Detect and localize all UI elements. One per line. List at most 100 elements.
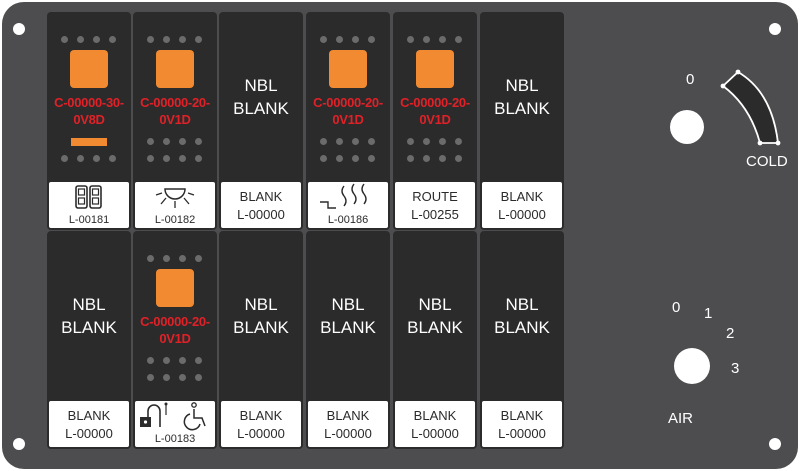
cold-label: COLD — [746, 153, 788, 170]
switch-label: BLANK L-00000 — [482, 401, 562, 447]
switch-label: L-00183 — [135, 401, 215, 447]
label-code: L-00182 — [154, 214, 196, 226]
part-number-line2: 0V1D — [159, 331, 191, 346]
label-line1: BLANK — [326, 408, 370, 423]
indicator-dots-mid — [147, 357, 203, 365]
indicator-dots-mid — [320, 138, 376, 146]
part-number-line1: C-00000-20- — [140, 95, 210, 110]
label-line2: L-00000 — [65, 426, 113, 441]
indicator-dots-top — [147, 36, 203, 44]
label-line2: L-00000 — [324, 426, 372, 441]
rocker-switch-1[interactable]: C-00000-30- 0V8D L-00181 — [47, 12, 131, 230]
switch-label: L-00186 — [308, 182, 388, 228]
label-line1: BLANK — [239, 189, 283, 204]
led-indicator — [416, 50, 454, 88]
switch-label: L-00181 — [49, 182, 129, 228]
label-code: L-00181 — [68, 214, 110, 226]
label-line1: BLANK — [500, 189, 544, 204]
air-position-0: 0 — [672, 299, 681, 316]
label-line2: L-00000 — [237, 426, 285, 441]
label-line1: ROUTE — [412, 189, 458, 204]
part-number-line1: C-00000-20- — [400, 95, 470, 110]
label-line2: L-00000 — [237, 207, 285, 222]
label-line1: BLANK — [500, 408, 544, 423]
label-code: L-00183 — [154, 433, 196, 445]
mount-hole-bottom-left — [13, 438, 25, 450]
indicator-dots-top — [320, 36, 376, 44]
label-line1: BLANK — [67, 408, 111, 423]
switch-label: BLANK L-00000 — [308, 401, 388, 447]
part-number-line1: C-00000-30- — [54, 95, 124, 110]
indicator-dots-bottom — [61, 155, 117, 163]
indicator-dots-mid — [147, 138, 203, 146]
label-line2: L-00000 — [498, 426, 546, 441]
mount-hole-top-left — [13, 23, 25, 35]
air-position-3: 3 — [731, 360, 740, 377]
indicator-dots-bottom — [147, 155, 203, 163]
rocker-switch-8[interactable]: C-00000-20- 0V1D L-00183 — [133, 231, 217, 449]
label-line1: BLANK — [239, 408, 283, 423]
air-knob[interactable] — [674, 348, 710, 384]
indicator-dots-mid — [407, 138, 463, 146]
lock-wheelchair-icon — [140, 402, 206, 431]
switch-label: ROUTE L-00255 — [395, 182, 475, 228]
led-indicator — [329, 50, 367, 88]
part-number-line2: 0V1D — [332, 112, 364, 127]
indicator-dots-bottom — [407, 155, 463, 163]
switch-label: L-00182 — [135, 182, 215, 228]
label-line2: L-00255 — [411, 207, 459, 222]
air-position-1: 1 — [704, 305, 713, 322]
rocker-switch-5[interactable]: C-00000-20- 0V1D ROUTE L-00255 — [393, 12, 477, 230]
temp-scale-start: 0 — [686, 71, 695, 88]
steps-heat-icon — [320, 183, 367, 209]
label-line2: L-00000 — [411, 426, 459, 441]
mount-hole-top-right — [769, 23, 781, 35]
led-indicator — [156, 50, 194, 88]
air-label: AIR — [668, 410, 694, 427]
light-icon — [155, 188, 195, 208]
switch-label: BLANK L-00000 — [221, 401, 301, 447]
cold-wedge-icon — [720, 69, 781, 146]
part-number-line2: 0V8D — [73, 112, 105, 127]
part-number-line1: C-00000-20- — [140, 314, 210, 329]
double-switch-icon — [75, 185, 102, 209]
indicator-dots-top — [407, 36, 463, 44]
switch-label: BLANK L-00000 — [395, 401, 475, 447]
label-code: L-00186 — [327, 214, 369, 226]
rocker-switch-4[interactable]: C-00000-20- 0V1D L-00186 — [306, 12, 390, 230]
rocker-switch-2[interactable]: C-00000-20- 0V1D L-00182 — [133, 12, 217, 230]
air-position-2: 2 — [726, 325, 735, 342]
led-bar — [71, 138, 107, 146]
switch-label: BLANK L-00000 — [482, 182, 562, 228]
led-indicator — [156, 269, 194, 307]
indicator-dots-bottom — [320, 155, 376, 163]
label-line2: L-00000 — [498, 207, 546, 222]
temperature-knob[interactable] — [670, 110, 704, 144]
indicator-dots-top — [147, 255, 203, 263]
switch-label: BLANK L-00000 — [221, 182, 301, 228]
led-indicator — [70, 50, 108, 88]
part-number-line2: 0V1D — [159, 112, 191, 127]
part-number-line2: 0V1D — [419, 112, 451, 127]
part-number-line1: C-00000-20- — [313, 95, 383, 110]
indicator-dots-bottom — [147, 374, 203, 382]
label-line1: BLANK — [413, 408, 457, 423]
indicator-dots-top — [61, 36, 117, 44]
mount-hole-bottom-right — [769, 438, 781, 450]
switch-label: BLANK L-00000 — [49, 401, 129, 447]
